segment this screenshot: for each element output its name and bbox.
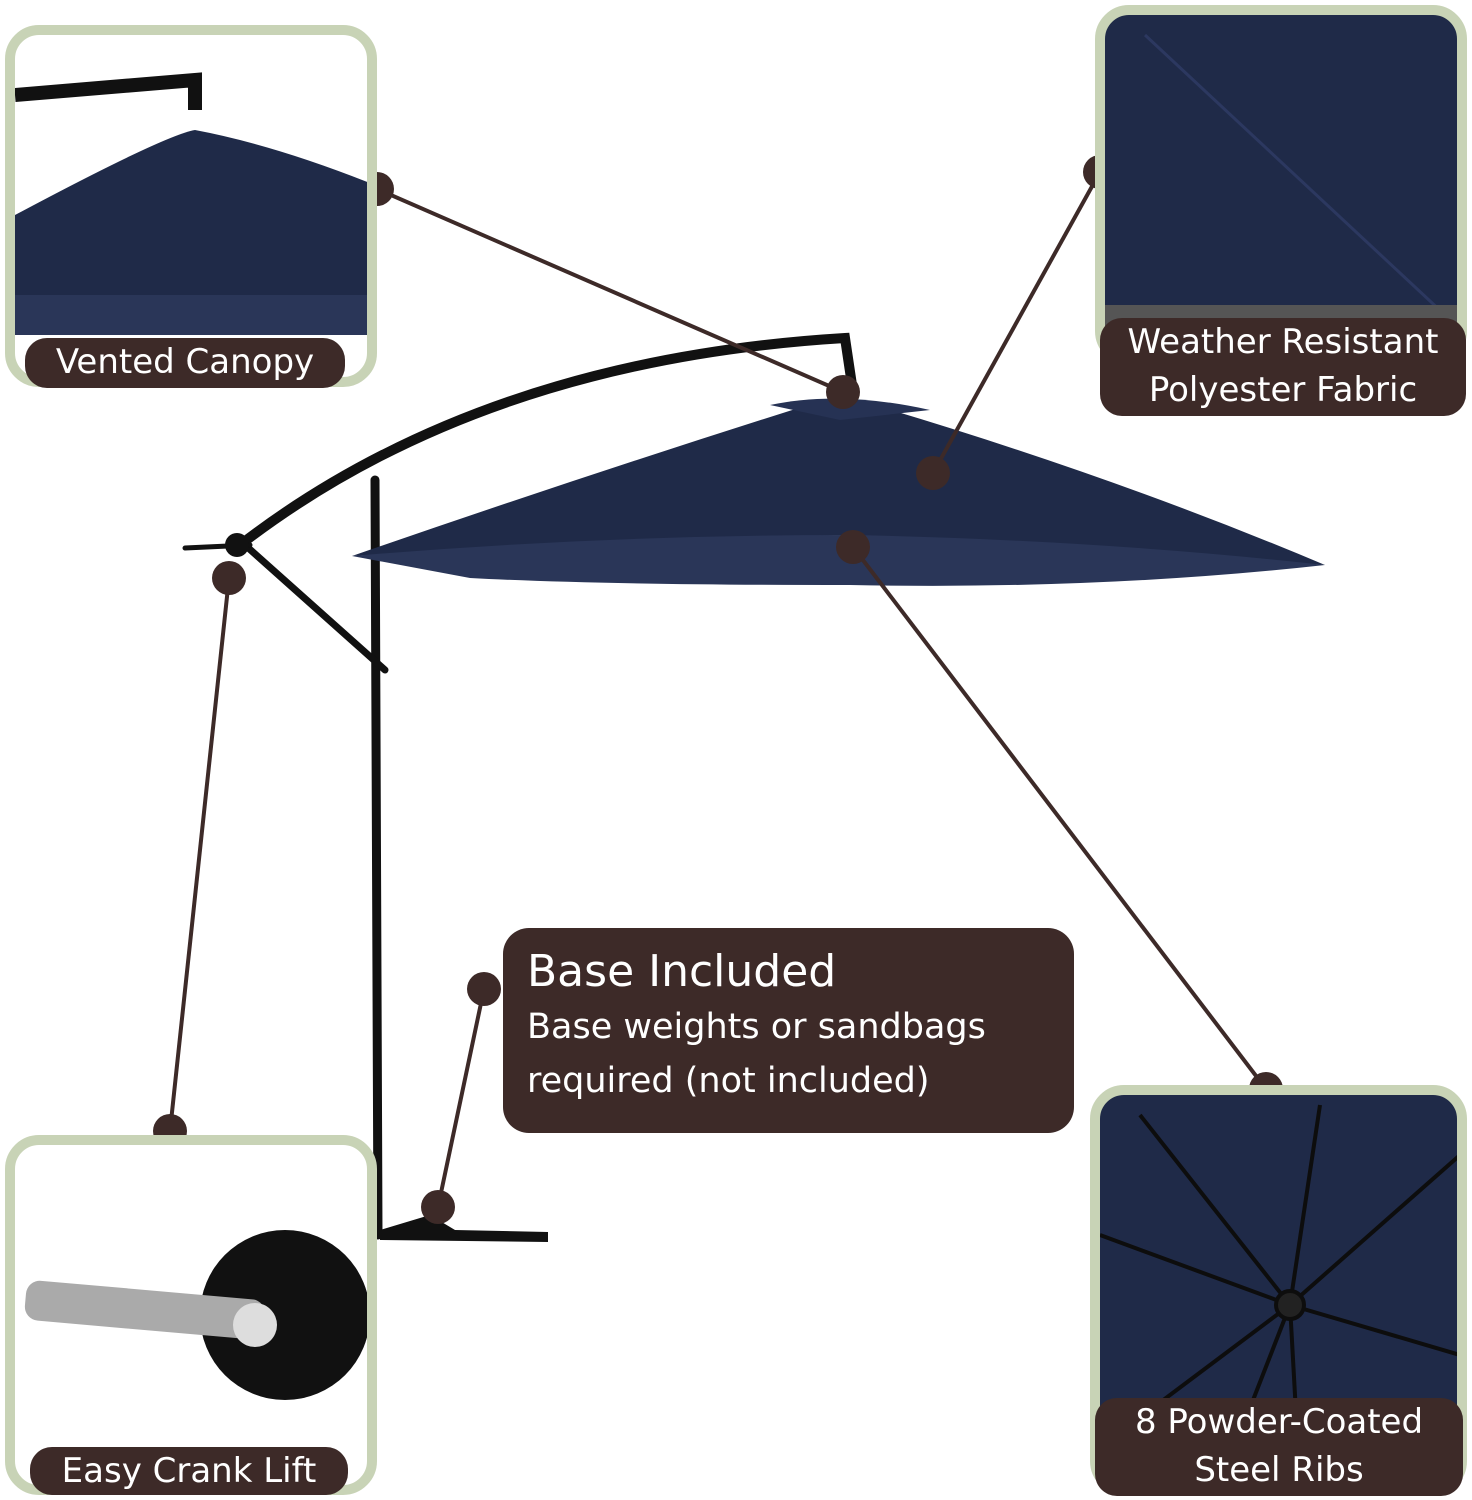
base-title: Base Included [527,946,837,997]
vented-canopy-label: Vented Canopy [25,338,345,388]
umbrella-frame [182,332,857,1242]
base-line2: required (not included) [527,1061,930,1101]
fabric-photo [1095,5,1467,365]
fabric-label-line1: Weather Resistant [1127,322,1439,362]
base-included-callout: Base Included Base weights or sandbags r… [503,928,1074,1133]
ribs-label: 8 Powder-Coated Steel Ribs [1095,1398,1463,1496]
fabric-label-line2: Polyester Fabric [1148,370,1418,410]
ribs-label-line1: 8 Powder-Coated [1134,1402,1424,1442]
crank-photo [5,1135,377,1495]
fabric-label: Weather Resistant Polyester Fabric [1100,318,1466,416]
fabric-image [1105,33,1457,355]
vented-canopy-image [15,72,367,335]
leader-lines [168,171,1268,1208]
crank-image [24,1230,367,1400]
vented-canopy-photo [5,25,377,387]
crank-label: Easy Crank Lift [30,1447,348,1495]
ribs-label-line2: Steel Ribs [1194,1450,1364,1490]
base-line1: Base weights or sandbags [527,1007,986,1047]
umbrella-canopy [352,395,1325,586]
